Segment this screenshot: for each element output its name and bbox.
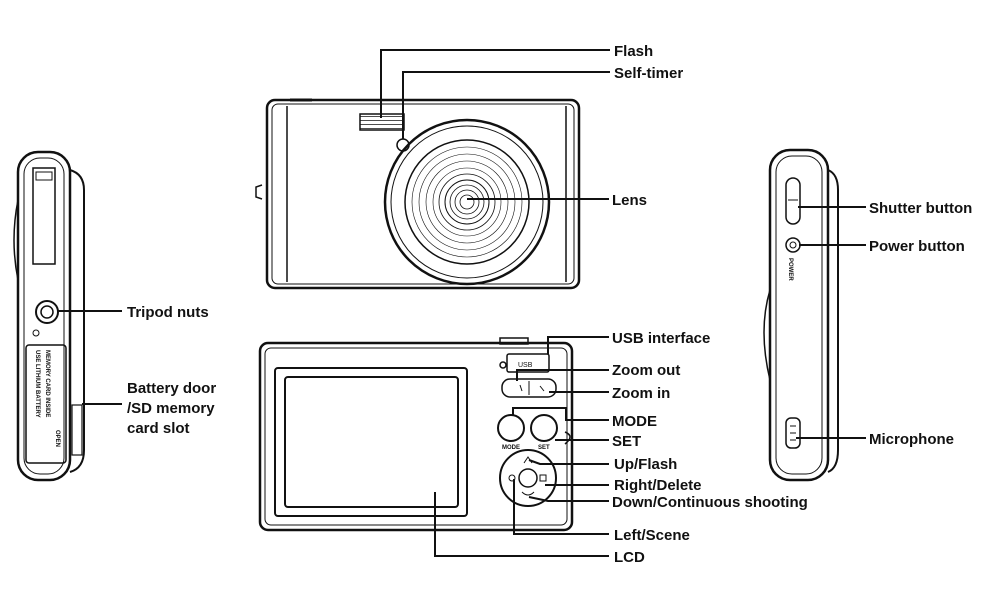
label-shutter-button: Shutter button <box>869 200 972 217</box>
set-marking: SET <box>538 445 550 451</box>
battery-marking-line2: MEMORY CARD INSIDE <box>44 350 50 417</box>
lens <box>383 118 551 286</box>
nav-center-button <box>518 468 538 488</box>
battery-door <box>25 344 67 464</box>
tripod-nut <box>35 300 59 324</box>
label-lens: Lens <box>612 192 647 209</box>
label-usb-interface: USB interface <box>612 330 710 347</box>
leader-usb-interface <box>547 336 609 354</box>
set-button <box>530 414 558 442</box>
power-button <box>785 237 801 253</box>
mode-marking: MODE <box>502 445 520 451</box>
leader-self-timer <box>402 71 610 139</box>
camera-front-view <box>255 98 581 290</box>
callout-labels: Flash Self-timer Lens Tripod nuts Batter… <box>127 43 972 566</box>
label-power-button: Power button <box>869 238 965 255</box>
label-self-timer: Self-timer <box>614 65 683 82</box>
leader-up-flash <box>528 459 609 465</box>
shutter-button <box>785 177 801 225</box>
label-tripod-nuts: Tripod nuts <box>127 304 209 321</box>
camera-back-view <box>258 337 574 532</box>
camera-left-side-view <box>13 150 85 482</box>
navigation-pad <box>499 449 557 507</box>
microphone-holes <box>785 417 801 449</box>
label-microphone: Microphone <box>869 431 954 448</box>
label-zoom-in: Zoom in <box>612 385 670 402</box>
leader-mode <box>512 407 609 421</box>
power-marking: POWER <box>787 258 793 281</box>
battery-marking-line1: USE LITHIUM BATTERY <box>34 350 40 418</box>
label-battery-door-line1: Battery door <box>127 380 216 397</box>
zoom-rocker <box>501 378 557 398</box>
camera-right-side-view <box>763 148 839 482</box>
battery-door-markings: USE LITHIUM BATTERY MEMORY CARD INSIDE O… <box>34 350 60 447</box>
label-right-delete: Right/Delete <box>614 477 702 494</box>
usb-port-cover <box>506 353 550 373</box>
label-up-flash: Up/Flash <box>614 456 677 473</box>
battery-marking-line3: OPEN <box>54 430 60 447</box>
label-down-continuous: Down/Continuous shooting <box>612 494 808 511</box>
lcd-screen <box>284 376 459 508</box>
label-mode: MODE <box>612 413 657 430</box>
leader-flash <box>380 49 610 118</box>
leader-down-continuous <box>528 496 609 502</box>
label-lcd: LCD <box>614 549 645 566</box>
mode-button <box>497 414 525 442</box>
label-battery-door-line2: /SD memory <box>127 400 215 417</box>
label-set: SET <box>612 433 641 450</box>
leader-zoom-out <box>516 369 609 381</box>
leader-lines <box>58 49 866 557</box>
label-zoom-out: Zoom out <box>612 362 680 379</box>
label-battery-door-line3: card slot <box>127 420 190 437</box>
leader-left-scene <box>513 479 609 535</box>
leader-lcd <box>434 492 609 557</box>
label-left-scene: Left/Scene <box>614 527 690 544</box>
label-flash: Flash <box>614 43 653 60</box>
lcd-bezel <box>274 367 468 517</box>
usb-marking: USB <box>518 362 533 369</box>
